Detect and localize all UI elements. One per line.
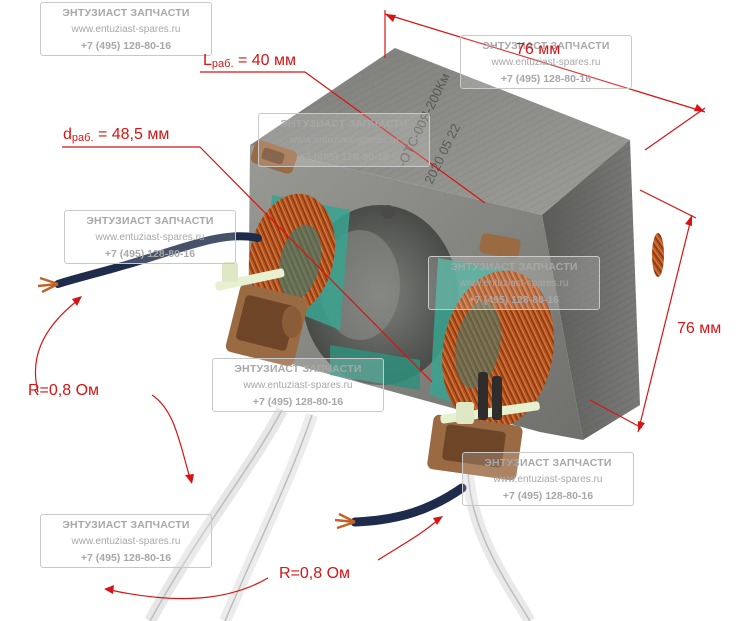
watermark-company: ЭНТУЗИАСТ ЗАПЧАСТИ xyxy=(280,118,408,130)
watermark-top-left: ЭНТУЗИАСТ ЗАПЧАСТИ www.entuziast-spares.… xyxy=(40,2,212,56)
watermark-company: ЭНТУЗИАСТ ЗАПЧАСТИ xyxy=(86,215,214,227)
wire-tip-left xyxy=(37,276,59,294)
watermark-phone: +7 (495) 128-80-16 xyxy=(502,490,594,502)
blue-wire-bottom xyxy=(350,483,467,527)
watermark-phone: +7 (495) 128-80-16 xyxy=(80,40,172,52)
diameter-subscript: раб. xyxy=(71,132,94,144)
watermark-url: www.entuziast-spares.ru xyxy=(493,474,603,485)
watermark-phone: +7 (495) 128-80-16 xyxy=(500,73,592,85)
watermark-company: ЭНТУЗИАСТ ЗАПЧАСТИ xyxy=(482,40,610,52)
blue-wire-left xyxy=(54,232,262,288)
height-dimension-label: 76 мм xyxy=(677,320,722,337)
watermark-phone: +7 (495) 128-80-16 xyxy=(252,396,344,408)
watermark-company: ЭНТУЗИАСТ ЗАПЧАСТИ xyxy=(62,7,190,19)
length-value: = 40 мм xyxy=(233,52,296,69)
watermark-left: ЭНТУЗИАСТ ЗАПЧАСТИ www.entuziast-spares.… xyxy=(64,210,236,264)
watermark-phone: +7 (495) 128-80-16 xyxy=(104,248,196,260)
width-dimension-label: 76 мм xyxy=(516,41,561,58)
watermark-center: ЭНТУЗИАСТ ЗАПЧАСТИ www.entuziast-spares.… xyxy=(212,358,384,412)
length-subscript: раб. xyxy=(211,58,234,70)
watermark-url: www.entuziast-spares.ru xyxy=(71,536,181,547)
watermark-bottom-right: ЭНТУЗИАСТ ЗАПЧАСТИ www.entuziast-spares.… xyxy=(462,452,634,506)
length-symbol: L xyxy=(203,52,212,69)
diameter-symbol: d xyxy=(63,126,72,143)
bracket-right-bottom xyxy=(427,414,523,481)
insulation-bottom xyxy=(330,345,420,390)
resistance-bottom-label: R=0,8 Ом xyxy=(279,565,351,582)
bracket-left xyxy=(225,283,309,367)
watermark-url: www.entuziast-spares.ru xyxy=(71,24,181,35)
copper-winding-left xyxy=(248,193,336,317)
watermark-right: ЭНТУЗИАСТ ЗАПЧАСТИ www.entuziast-spares.… xyxy=(428,256,600,310)
dimension-lines xyxy=(34,10,706,600)
copper-winding-right xyxy=(442,270,554,430)
bracket-top-left xyxy=(250,140,298,174)
watermark-company: ЭНТУЗИАСТ ЗАПЧАСТИ xyxy=(484,457,612,469)
watermark-top-right: ЭНТУЗИАСТ ЗАПЧАСТИ www.entuziast-spares.… xyxy=(460,35,632,89)
watermark-bottom-left: ЭНТУЗИАСТ ЗАПЧАСТИ www.entuziast-spares.… xyxy=(40,514,212,568)
watermark-phone: +7 (495) 128-80-16 xyxy=(468,294,560,306)
resistance-left-label: R=0,8 Ом xyxy=(28,382,100,399)
diameter-value: = 48,5 мм xyxy=(93,126,170,143)
watermark-center-top: ЭНТУЗИАСТ ЗАПЧАСТИ www.entuziast-spares.… xyxy=(258,113,430,167)
watermark-url: www.entuziast-spares.ru xyxy=(95,232,205,243)
working-length-label: Lраб. = 40 мм xyxy=(203,52,296,70)
bracket-right-top xyxy=(479,233,521,259)
watermark-url: www.entuziast-spares.ru xyxy=(491,57,601,68)
watermark-url: www.entuziast-spares.ru xyxy=(243,380,353,391)
watermark-company: ЭНТУЗИАСТ ЗАПЧАСТИ xyxy=(62,519,190,531)
watermark-phone: +7 (495) 128-80-16 xyxy=(298,151,390,163)
watermark-url: www.entuziast-spares.ru xyxy=(459,278,569,289)
watermark-url: www.entuziast-spares.ru xyxy=(289,135,399,146)
wire-tip-bottom xyxy=(334,512,356,530)
watermark-phone: +7 (495) 128-80-16 xyxy=(80,552,172,564)
watermark-company: ЭНТУЗИАСТ ЗАПЧАСТИ xyxy=(450,261,578,273)
watermark-company: ЭНТУЗИАСТ ЗАПЧАСТИ xyxy=(234,363,362,375)
zip-tie-left xyxy=(215,268,285,291)
working-diameter-label: dраб. = 48,5 мм xyxy=(63,126,169,144)
